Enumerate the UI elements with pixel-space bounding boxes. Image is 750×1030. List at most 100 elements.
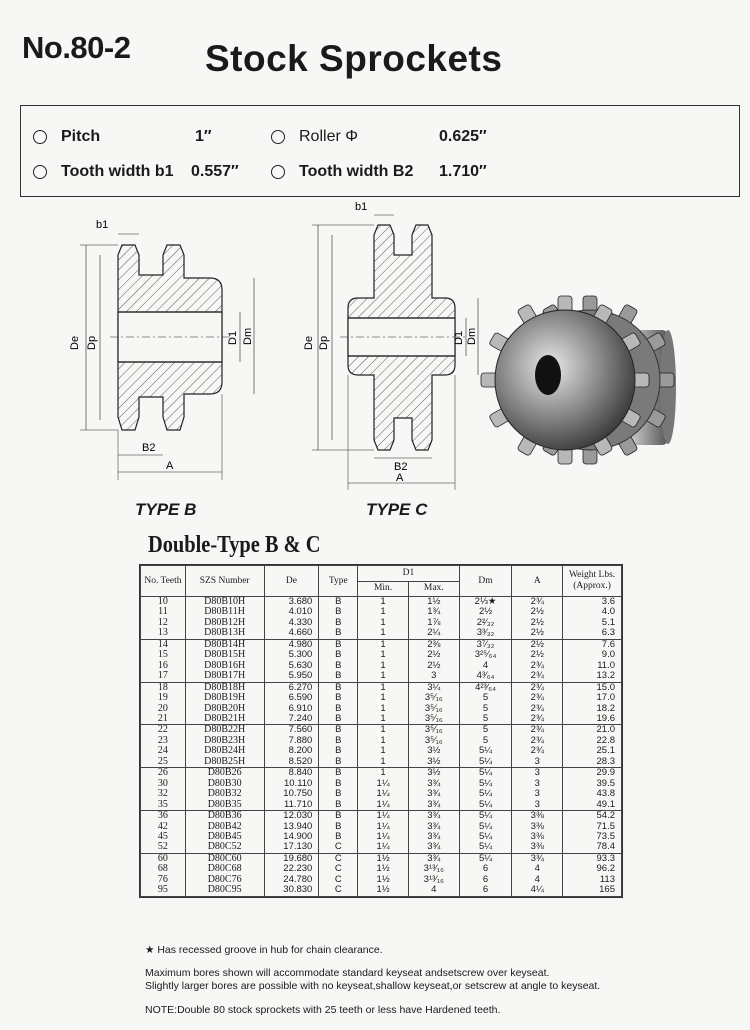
cell-weight: 165 xyxy=(562,885,622,897)
cell-weight: 5.1 xyxy=(562,617,622,629)
cell-de: 7.240 xyxy=(263,713,320,726)
cell-teeth: 95 xyxy=(140,885,186,897)
label-b1: b1 xyxy=(96,219,108,231)
col-header-number: SZS Number xyxy=(184,565,265,597)
cell-weight: 15.0 xyxy=(562,682,622,694)
bullet-circle-icon xyxy=(33,165,47,179)
cell-type: C xyxy=(318,874,359,886)
cell-weight: 13.2 xyxy=(562,670,622,683)
col-header-d1-min: Min. xyxy=(357,580,409,597)
cell-de: 10.110 xyxy=(263,778,320,790)
cell-de: 19.680 xyxy=(263,853,320,865)
cell-type: B xyxy=(318,628,359,640)
cell-de: 3.680 xyxy=(263,596,320,608)
cell-d1-max: 3 xyxy=(407,670,460,683)
cell-de: 7.560 xyxy=(263,725,320,736)
cell-de: 22.230 xyxy=(263,863,320,875)
cell-type: B xyxy=(318,745,359,757)
cell-type: B xyxy=(318,713,359,726)
cell-a: 2¾ xyxy=(511,670,564,683)
cell-dm: 5¼ xyxy=(458,821,513,832)
cell-type: B xyxy=(318,617,359,629)
sprocket-table: No. Teeth SZS Number De Type D1 Dm A Wei… xyxy=(139,564,623,898)
cell-de: 17.130 xyxy=(263,842,320,854)
cell-weight: 73.5 xyxy=(562,831,622,843)
cell-dm: 5¼ xyxy=(458,810,513,822)
note-bore-1: Maximum bores shown will accommodate sta… xyxy=(145,967,550,979)
cell-teeth: 21 xyxy=(140,713,186,726)
cell-dm: 5¼ xyxy=(458,778,513,790)
cell-type: B xyxy=(318,788,359,800)
cell-de: 4.330 xyxy=(263,617,320,629)
cell-a: 3⅜ xyxy=(511,842,564,854)
sprocket-drawings: b1 De Dp D1 Dm B2 A b1 De Dp D1 Dm B2 A xyxy=(69,201,676,490)
cell-d1-min: 1 xyxy=(357,692,409,704)
cell-dm: 4²³⁄₆₄ xyxy=(458,682,513,694)
cell-type: C xyxy=(318,853,359,865)
model-number: No.80-2 xyxy=(22,30,131,65)
cell-de: 8.840 xyxy=(263,768,320,779)
cell-d1-min: 1 xyxy=(357,713,409,726)
cell-number: D80B19H xyxy=(184,692,265,704)
cell-type: B xyxy=(318,703,359,714)
cell-a: 2¾ xyxy=(511,713,564,726)
cell-teeth: 13 xyxy=(140,628,186,640)
col-header-dm: Dm xyxy=(458,565,513,597)
cell-a: 3 xyxy=(511,799,564,812)
cell-weight: 93.3 xyxy=(562,853,622,865)
cell-type: B xyxy=(318,596,359,608)
cell-dm: 3²⁵⁄₆₄ xyxy=(458,649,513,661)
cell-weight: 39.5 xyxy=(562,778,622,790)
cell-type: B xyxy=(318,799,359,812)
cell-a: 2¾ xyxy=(511,692,564,704)
cell-dm: 3³⁄₃₂ xyxy=(458,628,513,640)
cell-de: 10.750 xyxy=(263,788,320,800)
cell-dm: 5 xyxy=(458,735,513,747)
cell-teeth: 35 xyxy=(140,799,186,812)
cell-de: 11.710 xyxy=(263,799,320,812)
spec-label: Roller Φ xyxy=(299,128,358,145)
cell-weight: 28.3 xyxy=(562,756,622,769)
spec-roller: Roller Φ 0.625″ xyxy=(271,128,487,146)
cell-number: D80B21H xyxy=(184,713,265,726)
cell-de: 7.880 xyxy=(263,735,320,747)
cell-number: D80B13H xyxy=(184,628,265,640)
cell-dm: 2²⁄₃₂ xyxy=(458,617,513,629)
page-title: Stock Sprockets xyxy=(205,38,503,79)
label-b2: B2 xyxy=(394,461,407,473)
cell-de: 6.590 xyxy=(263,692,320,704)
cell-teeth: 25 xyxy=(140,756,186,769)
cell-d1-max: 3½ xyxy=(407,756,460,769)
cell-d1-min: 1½ xyxy=(357,885,409,897)
cell-d1-min: 1 xyxy=(357,756,409,769)
cell-dm: 5¼ xyxy=(458,768,513,779)
cell-de: 8.520 xyxy=(263,756,320,769)
cell-weight: 71.5 xyxy=(562,821,622,832)
cell-de: 4.660 xyxy=(263,628,320,640)
cell-d1-min: 1¼ xyxy=(357,842,409,854)
note-star: ★ Has recessed groove in hub for chain c… xyxy=(145,944,383,956)
label-b1: b1 xyxy=(355,201,367,213)
cell-d1-min: 1 xyxy=(357,670,409,683)
cell-dm: 5 xyxy=(458,713,513,726)
cell-teeth: 52 xyxy=(140,842,186,854)
cell-type: B xyxy=(318,606,359,618)
spec-label: Tooth width b1 xyxy=(61,163,174,180)
cell-weight: 18.2 xyxy=(562,703,622,714)
cell-type: B xyxy=(318,778,359,790)
spec-tooth-width-b2: Tooth width B2 1.710″ xyxy=(271,163,487,181)
spec-value: 1″ xyxy=(195,128,212,145)
spec-label: Tooth width B2 xyxy=(299,163,414,180)
cell-dm: 6 xyxy=(458,885,513,897)
cell-d1-max: 2¼ xyxy=(407,628,460,640)
cell-dm: 6 xyxy=(458,874,513,886)
